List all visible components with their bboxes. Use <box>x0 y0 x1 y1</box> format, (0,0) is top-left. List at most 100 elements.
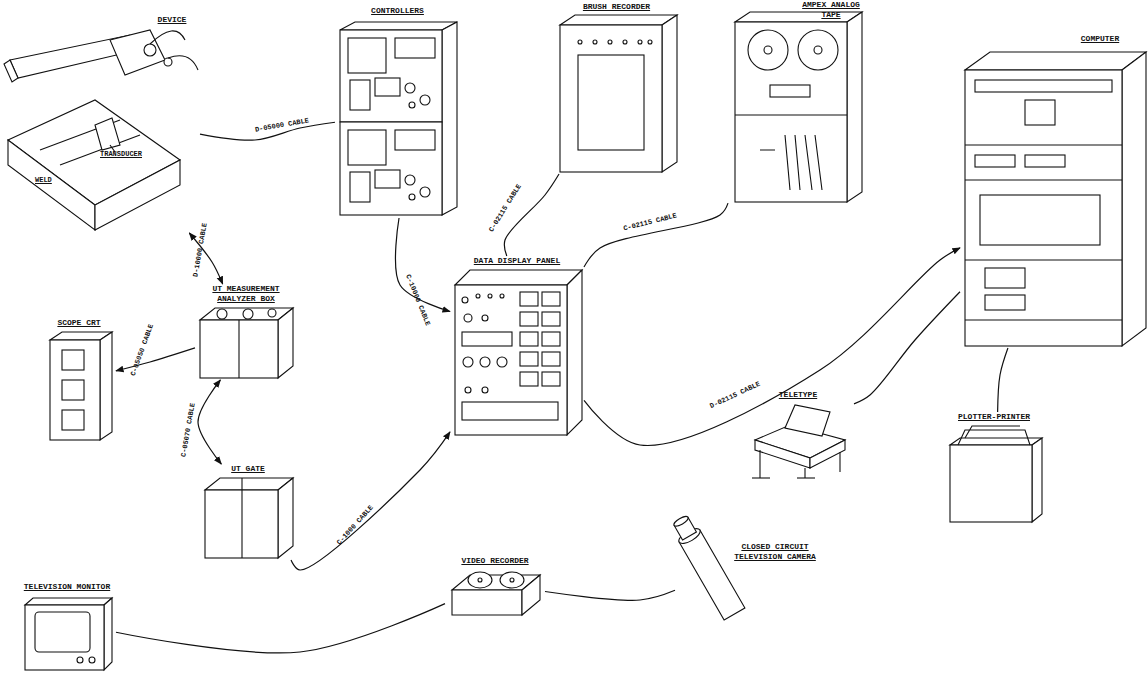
controller-racks-part <box>375 78 400 96</box>
tape-recorder-drawing-part <box>847 12 862 202</box>
brush-recorder-drawing-part <box>638 40 642 44</box>
equipment-label: UT GATE <box>200 464 296 474</box>
video-recorder-drawing-part <box>468 572 492 588</box>
display-panel-drawing-part <box>455 270 582 285</box>
controller-racks-part <box>405 175 415 185</box>
display-panel-drawing-part <box>462 297 468 303</box>
video-recorder-drawing <box>452 572 540 615</box>
computer-cabinet-part <box>965 179 1122 180</box>
monitor-drawing <box>25 598 112 670</box>
cable-line <box>854 292 960 404</box>
controller-racks-part <box>409 194 415 200</box>
brush-recorder-drawing-part <box>662 15 677 172</box>
computer-cabinet-part <box>965 144 1122 145</box>
plotter-drawing-part <box>958 426 1030 445</box>
equipment-node: TELEVISION MONITOR <box>18 582 116 672</box>
controller-racks-part <box>442 22 457 215</box>
equipment-label: PLOTTER-PRINTER <box>942 412 1046 422</box>
video-recorder-drawing-part <box>500 572 524 588</box>
brush-recorder-drawing-part <box>578 55 644 150</box>
gate-drawing <box>205 478 293 558</box>
cable-label: D-02115 CABLE <box>709 380 762 410</box>
display-panel-drawing-part <box>500 294 504 298</box>
video-recorder-drawing-part <box>478 578 482 582</box>
plotter-drawing <box>950 426 1042 522</box>
teletype-drawing <box>752 405 845 478</box>
device-drawing-part <box>110 30 165 75</box>
controller-racks-part <box>405 83 415 93</box>
display-panel-drawing-part <box>542 372 560 386</box>
device-drawing-part <box>164 58 172 66</box>
monitor-drawing-part <box>25 605 104 670</box>
display-panel-drawing-part <box>520 312 538 326</box>
device-drawing-part <box>144 44 156 56</box>
controller-racks-part <box>350 80 370 110</box>
computer-cabinet <box>965 52 1146 346</box>
plotter-drawing-part <box>1032 438 1042 522</box>
computer-cabinet-part <box>975 155 1015 167</box>
controller-racks-part <box>409 102 415 108</box>
display-panel-drawing-part <box>482 387 488 393</box>
cable-line <box>198 380 221 464</box>
equipment-node: DEVICE <box>8 15 200 233</box>
computer-cabinet-part <box>965 319 1122 320</box>
display-panel-drawing-part <box>463 357 473 367</box>
tape-recorder-drawing-part <box>798 30 838 70</box>
controller-racks <box>340 22 457 215</box>
display-panel-drawing-part <box>567 270 582 435</box>
cable-label: C-1000 CABLE <box>335 504 375 547</box>
equipment-node: PLOTTER-PRINTER <box>942 412 1046 524</box>
equipment-label: COMPUTER <box>1060 34 1140 44</box>
device-drawing <box>4 30 198 230</box>
controller-racks-part <box>340 30 442 122</box>
part-label: TRANSDUCER <box>100 150 142 158</box>
equipment-node: BRUSH RECORDER <box>553 2 680 174</box>
controller-racks-part <box>348 130 386 165</box>
equipment-node: DATA DISPLAY PANEL <box>450 256 584 438</box>
crt-drawing <box>50 332 112 440</box>
display-panel-drawing-part <box>520 292 538 306</box>
device-drawing-part <box>95 160 180 230</box>
tape-recorder-drawing-part <box>760 135 822 190</box>
teletype-drawing-part <box>755 440 810 468</box>
computer-cabinet-part <box>1025 155 1065 167</box>
computer-cabinet-part <box>1025 100 1055 125</box>
display-panel-drawing-part <box>462 402 558 420</box>
crt-drawing-part <box>100 332 112 440</box>
device-drawing-part <box>168 56 198 70</box>
display-panel-drawing-part <box>497 357 507 367</box>
computer-cabinet-part <box>975 80 1112 92</box>
equipment-node: AMPEX ANALOG TAPE <box>728 0 864 205</box>
tape-recorder-drawing-part <box>735 12 862 22</box>
camera-drawing-part <box>673 515 690 528</box>
equipment-label: TELETYPE <box>742 390 854 400</box>
equipment-node: TELETYPE <box>742 390 854 480</box>
display-panel-drawing-part <box>462 332 512 346</box>
brush-recorder-drawing-part <box>560 25 662 172</box>
analyzer-box-drawing-part <box>200 320 278 378</box>
crt-drawing-part <box>62 410 84 430</box>
equipment-node: CLOSED CIRCUIT TELEVISION CAMERA <box>675 520 820 620</box>
computer-cabinet-part <box>965 259 1122 260</box>
computer-cabinet-part <box>985 268 1025 288</box>
display-panel-drawing <box>455 270 582 435</box>
cable-label: C-05050 CABLE <box>129 323 155 377</box>
monitor-drawing-part <box>77 657 83 663</box>
analyzer-box-drawing-part <box>238 320 239 378</box>
teletype-drawing-part <box>839 452 840 472</box>
gate-drawing-part <box>278 478 293 558</box>
cable-line <box>545 590 675 600</box>
brush-recorder-drawing <box>560 15 677 172</box>
controller-racks-part <box>340 122 442 215</box>
cable-line <box>116 604 445 653</box>
equipment-label: BRUSH RECORDER <box>553 2 680 12</box>
computer-cabinet-part <box>1122 52 1146 346</box>
brush-recorder-drawing-part <box>578 40 582 44</box>
equipment-label: CLOSED CIRCUIT TELEVISION CAMERA <box>730 542 820 562</box>
video-recorder-drawing-part <box>452 590 522 615</box>
brush-recorder-drawing-part <box>608 40 612 44</box>
equipment-node: VIDEO RECORDER <box>445 556 545 618</box>
gate-drawing-part <box>241 478 242 558</box>
